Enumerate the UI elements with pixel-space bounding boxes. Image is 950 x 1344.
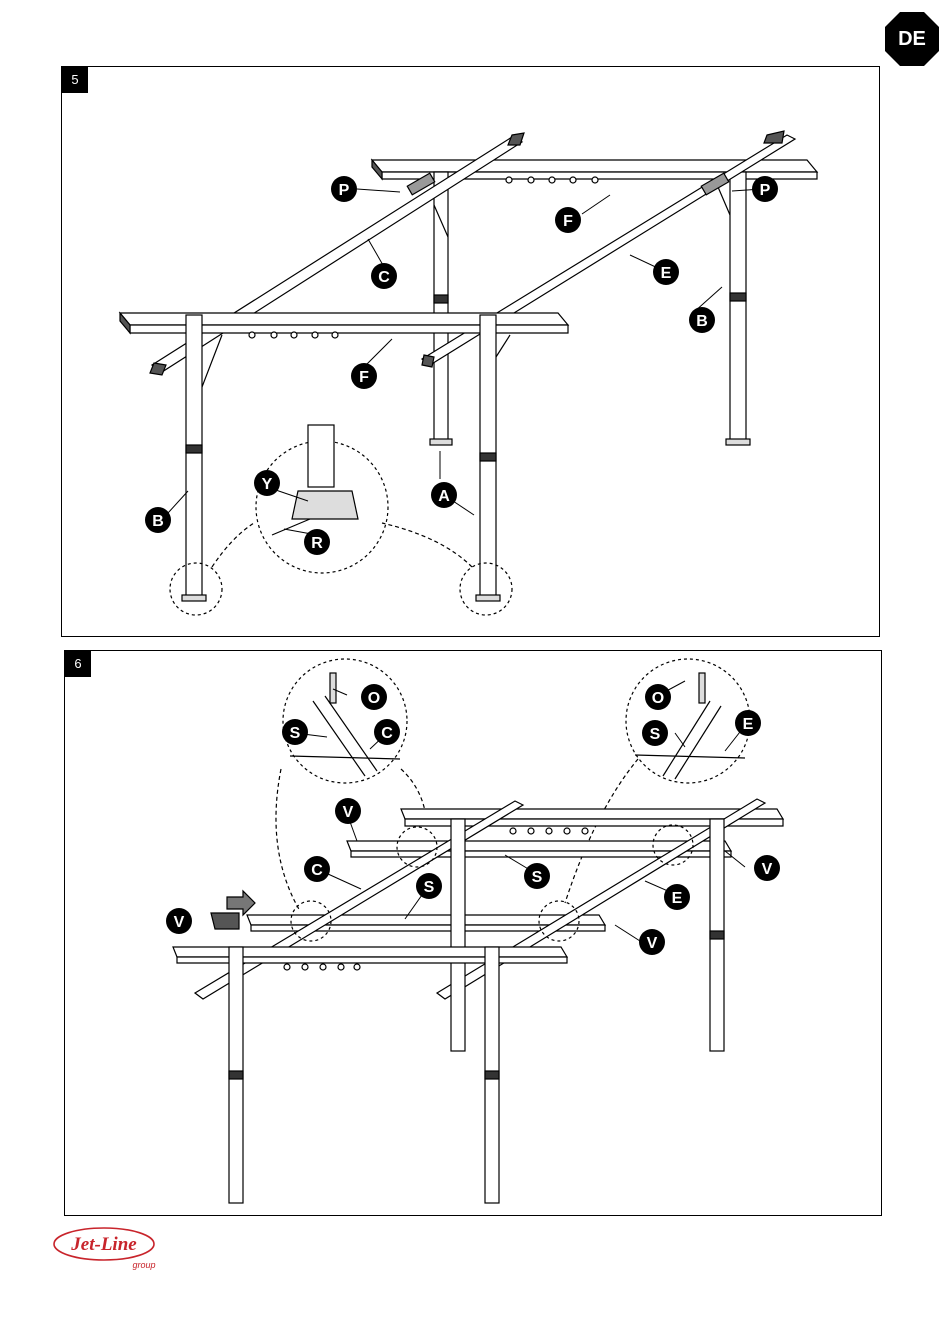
step-5-panel: 5: [61, 66, 880, 637]
svg-text:P: P: [760, 182, 771, 199]
svg-text:R: R: [311, 535, 323, 552]
svg-text:A: A: [438, 488, 450, 505]
step-5-labels: P P C E F F B B Y R A: [62, 67, 879, 636]
step-6-panel: 6: [64, 650, 882, 1216]
svg-text:E: E: [661, 265, 672, 282]
jet-line-logo: Jet-Line group: [52, 1224, 172, 1274]
label-marker: F: [555, 207, 581, 233]
svg-text:S: S: [650, 726, 661, 743]
svg-text:O: O: [368, 690, 380, 707]
label-marker: B: [689, 307, 715, 333]
label-marker: S: [282, 719, 308, 745]
svg-text:E: E: [743, 716, 754, 733]
svg-text:F: F: [359, 369, 369, 386]
svg-text:O: O: [652, 690, 664, 707]
label-marker: O: [645, 684, 671, 710]
label-marker: C: [374, 719, 400, 745]
svg-text:C: C: [311, 862, 323, 879]
label-marker: P: [331, 176, 357, 202]
svg-text:Y: Y: [262, 476, 273, 493]
jet-line-logo-icon: Jet-Line group: [52, 1224, 172, 1274]
svg-text:C: C: [381, 725, 393, 742]
svg-text:V: V: [647, 935, 658, 952]
label-marker: A: [431, 482, 457, 508]
label-marker: S: [642, 720, 668, 746]
svg-text:Jet-Line: Jet-Line: [70, 1234, 137, 1255]
label-marker: F: [351, 363, 377, 389]
label-marker: E: [735, 710, 761, 736]
svg-text:group: group: [132, 1260, 155, 1270]
label-marker: S: [524, 863, 550, 889]
language-badge: DE: [884, 11, 940, 67]
label-marker: Y: [254, 470, 280, 496]
svg-text:P: P: [339, 182, 350, 199]
svg-text:E: E: [672, 890, 683, 907]
svg-text:S: S: [290, 725, 301, 742]
label-marker: V: [166, 908, 192, 934]
language-code: DE: [884, 11, 940, 67]
label-marker: V: [335, 798, 361, 824]
svg-text:V: V: [174, 914, 185, 931]
label-marker: E: [664, 884, 690, 910]
label-marker: E: [653, 259, 679, 285]
svg-text:C: C: [378, 269, 390, 286]
svg-text:V: V: [343, 804, 354, 821]
label-marker: P: [752, 176, 778, 202]
label-marker: V: [754, 855, 780, 881]
label-marker: R: [304, 529, 330, 555]
label-marker: S: [416, 873, 442, 899]
svg-text:V: V: [762, 861, 773, 878]
svg-text:S: S: [532, 869, 543, 886]
svg-text:S: S: [424, 879, 435, 896]
svg-text:B: B: [696, 313, 708, 330]
svg-text:F: F: [563, 213, 573, 230]
svg-text:B: B: [152, 513, 164, 530]
label-marker: B: [145, 507, 171, 533]
step-6-labels: O O S C S E V V V V C S S E: [65, 651, 881, 1215]
label-marker: C: [371, 263, 397, 289]
label-marker: O: [361, 684, 387, 710]
label-marker: V: [639, 929, 665, 955]
label-marker: C: [304, 856, 330, 882]
